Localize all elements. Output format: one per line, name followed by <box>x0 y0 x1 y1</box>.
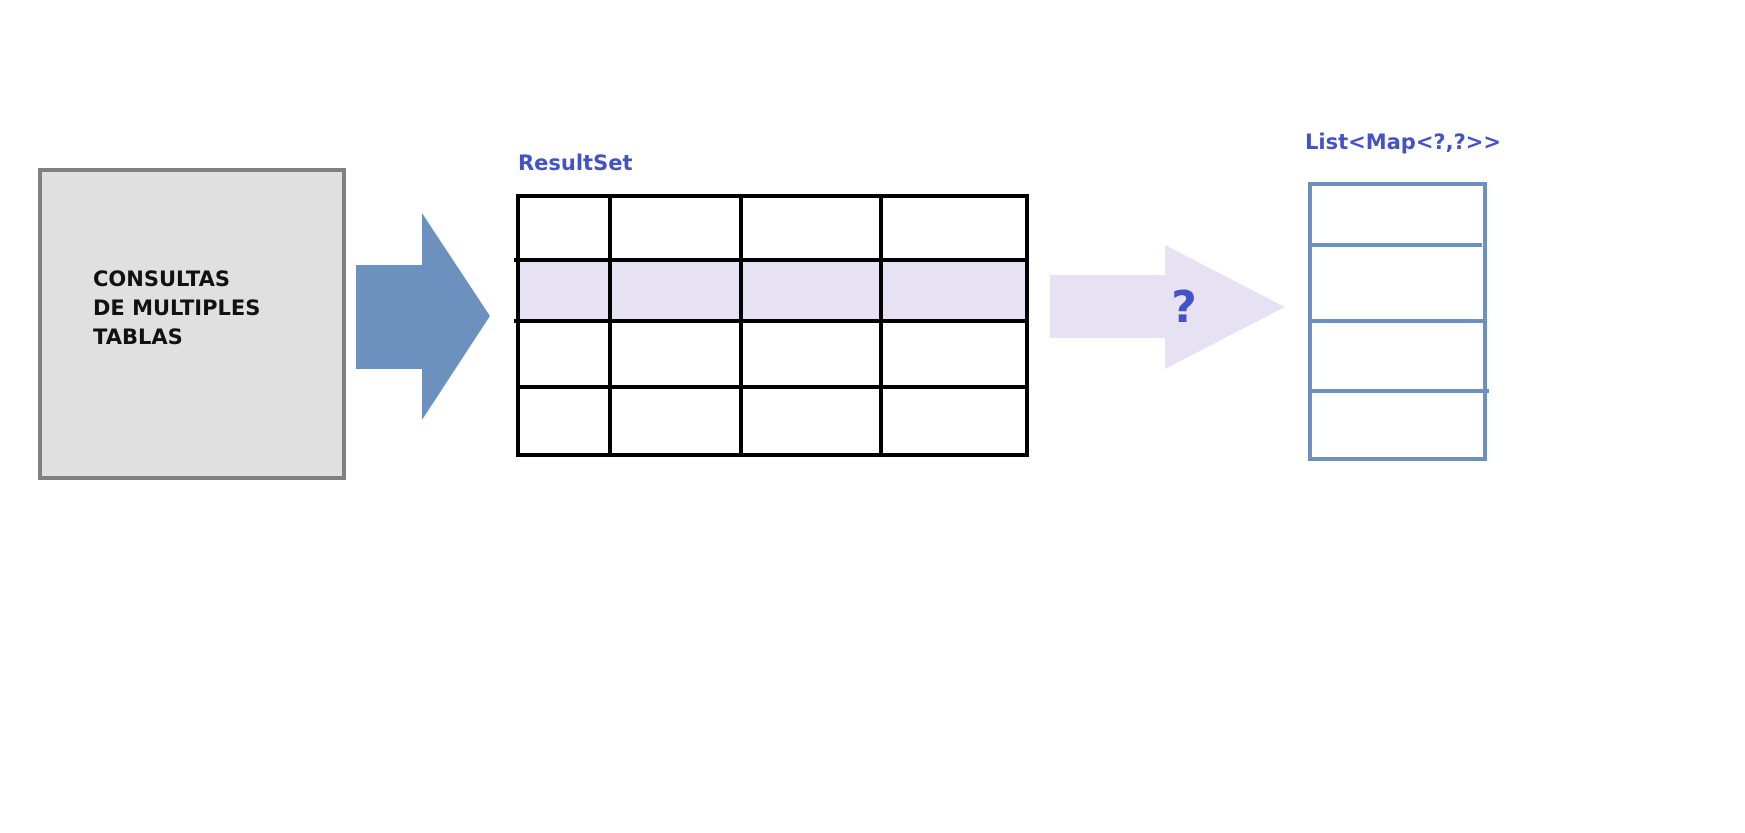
source-box-line-1: CONSULTAS <box>93 267 230 291</box>
resultset-table <box>514 194 1029 457</box>
list-map-title: List<Map<?,?>> <box>1305 130 1501 154</box>
source-box-line-2: DE MULTIPLES <box>93 296 260 320</box>
list-map-container <box>1308 182 1489 461</box>
transform-arrow: ? <box>1050 245 1285 369</box>
source-box-line-3: TABLAS <box>93 325 183 349</box>
transform-question-mark: ? <box>1171 282 1197 333</box>
transform-arrow-shape <box>1050 245 1285 369</box>
resultset-table-border <box>516 194 1029 457</box>
resultset-title: ResultSet <box>518 151 633 175</box>
resultset-highlighted-row <box>518 260 1027 321</box>
input-arrow <box>356 213 490 420</box>
source-box: CONSULTAS DE MULTIPLES TABLAS <box>38 168 346 480</box>
source-box-frame <box>38 168 346 480</box>
